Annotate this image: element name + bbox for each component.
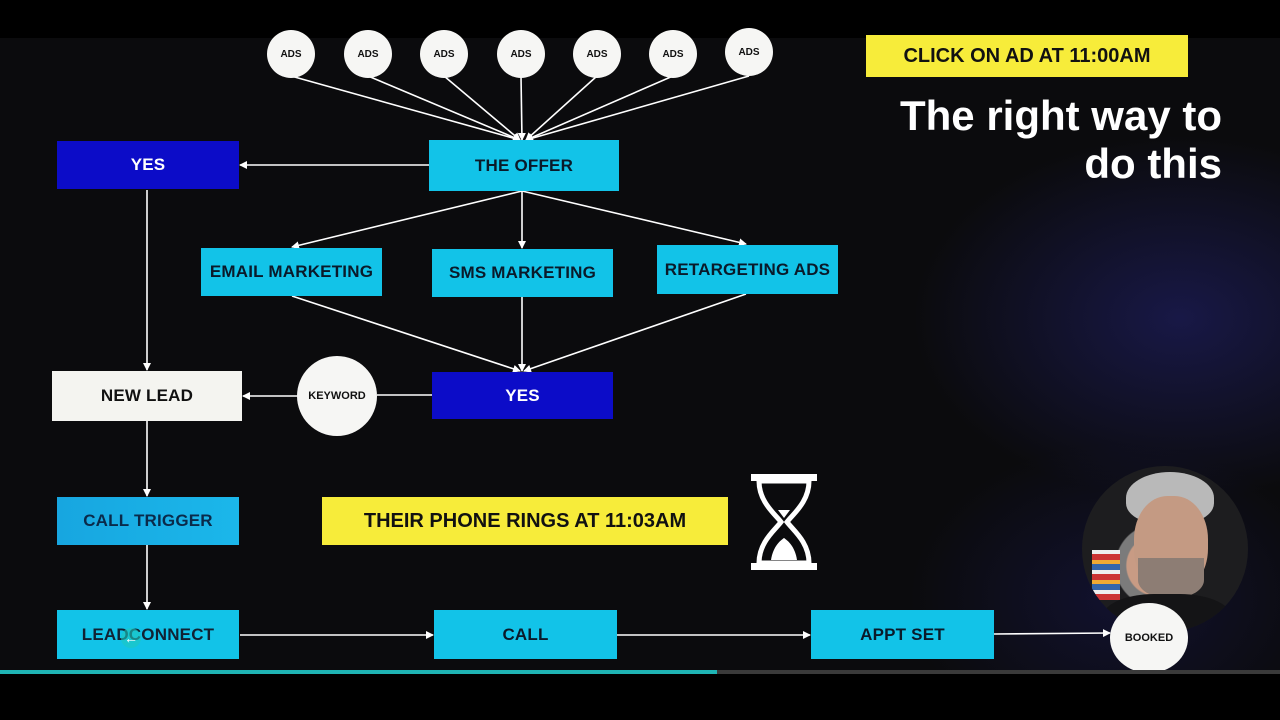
node-sms-marketing: SMS MARKETING xyxy=(432,249,613,297)
edge-offer-retargeting xyxy=(521,190,747,247)
node-new-lead: NEW LEAD xyxy=(52,371,242,421)
edge-ad6-offer xyxy=(525,75,674,141)
edge-retargeting-yes xyxy=(523,293,747,373)
video-bottom-letterbox xyxy=(0,670,1280,720)
ads-node-3: ADS xyxy=(420,30,468,78)
ads-node-4: ADS xyxy=(497,30,545,78)
node-keyword: KEYWORD xyxy=(297,356,377,436)
hourglass-icon xyxy=(751,474,817,570)
node-yes-left: YES xyxy=(57,141,239,189)
headline-line-2: do this xyxy=(1084,140,1222,187)
edge-ad1-offer xyxy=(290,75,521,142)
node-retargeting-ads: RETARGETING ADS xyxy=(657,245,838,294)
edge-email-yes xyxy=(291,295,521,373)
headline: The right way to do this xyxy=(850,92,1222,188)
ads-node-1: ADS xyxy=(267,30,315,78)
banner-phone-rings: THEIR PHONE RINGS AT 11:03AM xyxy=(322,497,728,545)
edge-appt-booked xyxy=(993,629,1111,638)
node-appt-set: APPT SET xyxy=(811,610,994,659)
ads-node-5: ADS xyxy=(573,30,621,78)
video-progress-fill xyxy=(0,670,717,674)
node-call: CALL xyxy=(434,610,617,659)
node-email-marketing: EMAIL MARKETING xyxy=(201,248,382,296)
presenter-beard xyxy=(1138,558,1204,598)
presenter-webcam xyxy=(1082,466,1248,632)
edge-ad5-offer xyxy=(525,75,598,141)
ads-node-7: ADS xyxy=(725,28,773,76)
edge-offer-email xyxy=(291,190,523,250)
cursor-arrow-icon: ← xyxy=(121,628,141,648)
ads-node-2: ADS xyxy=(344,30,392,78)
video-top-letterbox xyxy=(0,0,1280,38)
node-yes-middle: YES xyxy=(432,372,613,419)
banner-click-on-ad: CLICK ON AD AT 11:00AM xyxy=(866,35,1188,77)
video-progress-bar[interactable] xyxy=(0,670,1280,674)
node-booked: BOOKED xyxy=(1110,603,1188,673)
edge-ad4-offer xyxy=(517,75,526,141)
edge-ad2-offer xyxy=(367,75,521,141)
ads-node-6: ADS xyxy=(649,30,697,78)
edge-ad7-offer xyxy=(525,75,750,142)
headline-line-1: The right way to xyxy=(899,92,1222,139)
node-leadconnect: LEADCONNECT xyxy=(57,610,239,659)
node-the-offer: THE OFFER xyxy=(429,140,619,191)
node-call-trigger: CALL TRIGGER xyxy=(57,497,239,545)
bookshelf xyxy=(1092,550,1120,600)
edge-ad3-offer xyxy=(443,75,521,141)
